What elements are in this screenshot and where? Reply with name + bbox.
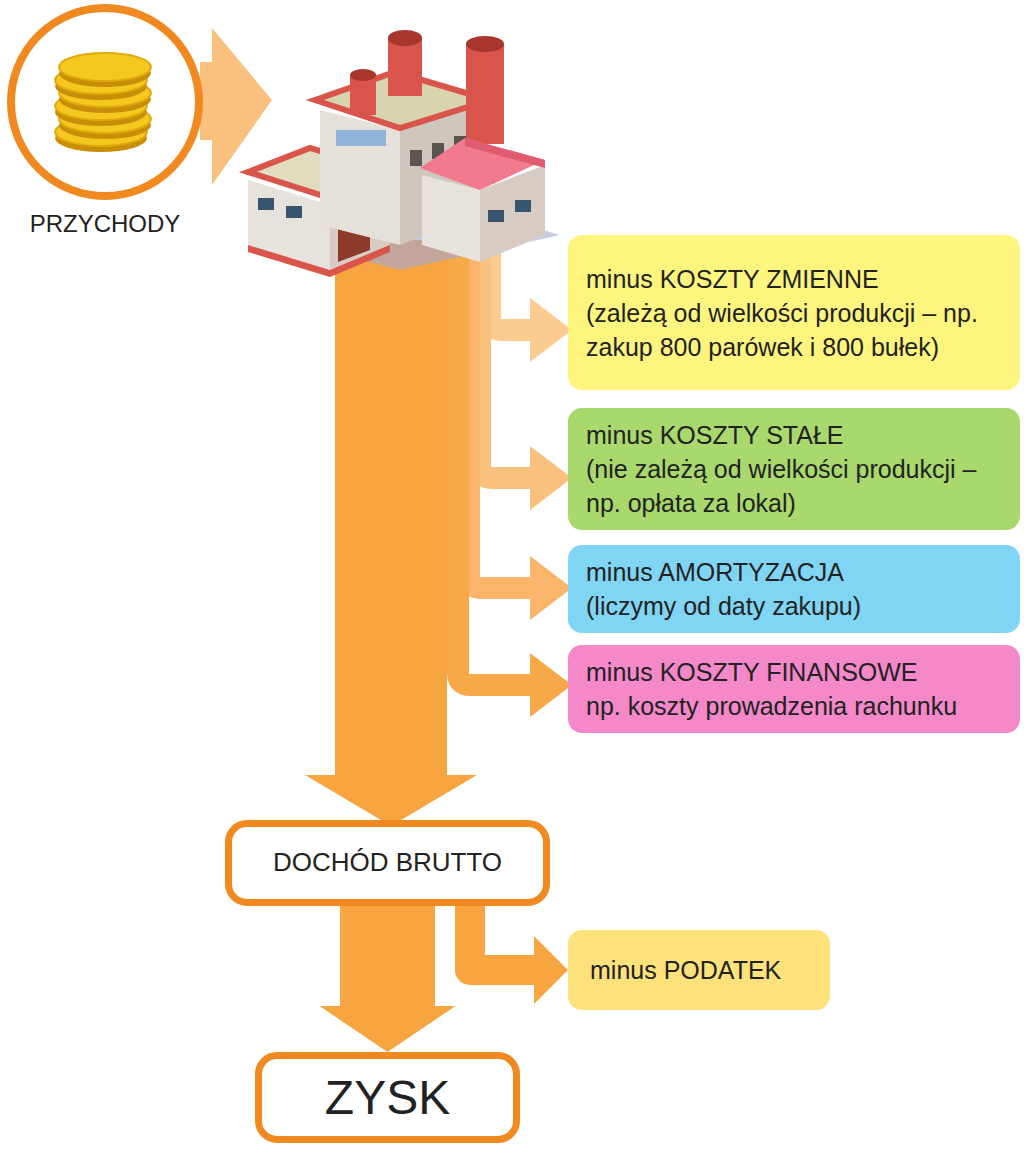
revenue-circle: PRZYCHODY [3,2,207,242]
node-heading: minus AMORTYZACJA [586,555,1002,589]
node-heading: ZYSK [325,1065,450,1130]
node-heading: minus KOSZTY ZMIENNE [586,262,1002,296]
coin-stack [55,53,151,152]
profit-box: ZYSK [255,1052,520,1143]
branch-arrows [458,250,572,717]
node-body: np. koszty prowadzenia rachunku [586,689,1002,723]
main-stream [305,240,477,826]
cost-box: minus KOSZTY STAŁE(nie zależą od wielkoś… [568,408,1020,530]
input-arrow [200,28,272,185]
circle-outline [3,2,207,206]
node-body: (liczymy od daty zakupu) [586,589,1002,623]
income-box: DOCHÓD BRUTTO [225,820,550,906]
factory [248,30,560,277]
flow-arrow [320,906,456,1052]
node-heading: minus KOSZTY STAŁE [586,418,1002,452]
flow-arrow [470,906,568,1004]
flow-shaft [340,906,435,1007]
node-heading: minus PODATEK [590,953,808,987]
node-label: PRZYCHODY [3,210,207,238]
node-body: (zależą od wielkości produkcji – np. zak… [586,296,1002,364]
node-body: (nie zależą od wielkości produkcji – np.… [586,452,1002,520]
arrow-head [320,1006,456,1052]
cost-box: minus KOSZTY FINANSOWEnp. koszty prowadz… [568,645,1020,733]
arrow-head [534,936,568,1004]
flow-shaft [470,906,535,970]
node-heading: DOCHÓD BRUTTO [273,845,502,880]
tax-box: minus PODATEK [568,930,830,1010]
node-heading: minus KOSZTY FINANSOWE [586,655,1002,689]
cost-box: minus AMORTYZACJA(liczymy od daty zakupu… [568,545,1020,633]
cost-box: minus KOSZTY ZMIENNE(zależą od wielkości… [568,235,1020,390]
